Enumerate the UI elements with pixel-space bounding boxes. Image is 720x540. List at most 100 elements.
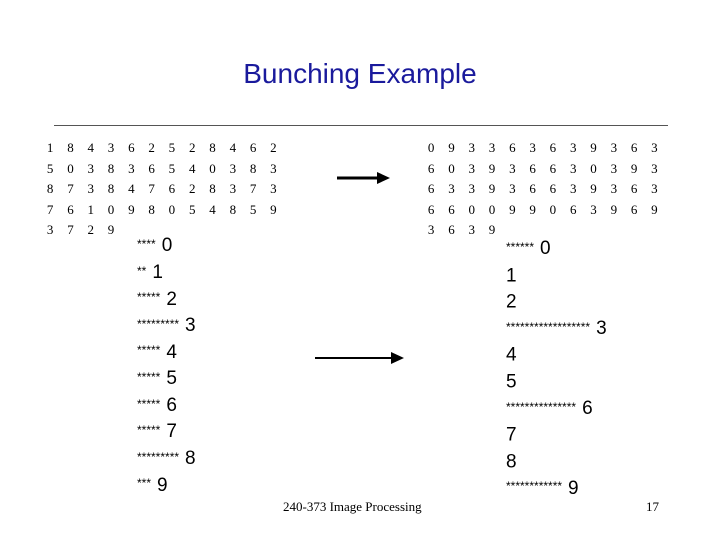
histogram-row: 1	[506, 263, 607, 290]
grid-cell: 9	[128, 201, 135, 217]
grid-cell: 6	[549, 160, 557, 176]
histogram-row: ********* 3	[137, 313, 196, 340]
histogram-row: 7	[506, 422, 607, 449]
histogram-row: 2	[506, 289, 607, 316]
grid-cell: 6	[630, 201, 638, 217]
grid-cell: 3	[610, 160, 618, 176]
title-divider	[54, 125, 668, 126]
histogram-bar: ***************	[506, 399, 577, 414]
grid-cell: 3	[590, 201, 597, 217]
grid-cell: 4	[128, 181, 135, 196]
histogram-value: 0	[161, 235, 173, 257]
grid-cell: 9	[509, 201, 516, 217]
histogram-bar: ***	[137, 476, 152, 491]
grid-cell: 0	[67, 160, 74, 176]
grid-cell: 4	[188, 160, 196, 176]
grid-cell: 3	[569, 140, 577, 155]
footer-course: 240-373 Image Processing	[283, 499, 422, 514]
grid-cell: 3	[569, 160, 577, 176]
histogram-bar: *********	[137, 316, 180, 331]
grid-cell: 3	[529, 140, 536, 155]
grid-cell: 2	[87, 222, 94, 237]
grid-cell: 3	[488, 140, 496, 155]
grid-cell: 1	[46, 140, 54, 155]
grid-cell: 9	[651, 201, 658, 217]
grid-cell: 3	[509, 160, 516, 176]
slide-title: Bunching Example	[243, 58, 477, 89]
grid-cell: 6	[168, 181, 176, 196]
grid-cell: 7	[249, 181, 257, 196]
histogram-bar: *****	[137, 290, 161, 305]
grid-cell: 6	[249, 140, 257, 155]
grid-cell: 3	[229, 181, 237, 196]
arrow-right-icon	[337, 172, 390, 184]
grid-cell: 3	[610, 140, 618, 155]
grid-cell: 0	[209, 160, 216, 176]
grid-cell: 0	[427, 140, 435, 155]
histogram-row: **1	[137, 260, 196, 287]
grid-cell: 9	[448, 140, 455, 155]
grid-cell: 8	[249, 160, 257, 176]
grid-cell: 3	[651, 160, 658, 176]
grid-cell: 3	[448, 181, 455, 196]
grid-cell: 9	[488, 222, 496, 237]
grid-cell: 6	[549, 140, 557, 155]
histogram-value: 7	[506, 424, 517, 446]
grid-cell: 6	[67, 201, 74, 217]
histogram-value: 9	[568, 477, 579, 499]
grid-cell: 7	[67, 222, 74, 237]
grid-cell: 3	[468, 140, 475, 155]
histogram-value: 3	[185, 315, 196, 337]
grid-cell: 3	[468, 160, 475, 176]
grid-cell: 3	[509, 181, 516, 196]
histogram-row: ***** 4	[137, 339, 196, 366]
histogram-value: 6	[166, 394, 177, 416]
grid-cell: 9	[488, 181, 496, 196]
grid-cell: 3	[651, 140, 658, 155]
grid-cell: 2	[270, 140, 277, 155]
grid-cell: 8	[46, 181, 54, 196]
grid-cell: 8	[209, 181, 216, 196]
grid-cell: 8	[209, 140, 216, 155]
grid-cell: 9	[107, 222, 115, 237]
histogram-value: 7	[166, 421, 177, 443]
grid-cell: 9	[630, 160, 638, 176]
histogram-value: 8	[506, 451, 517, 473]
grid-cell: 3	[229, 160, 237, 176]
grid-cell: 6	[569, 201, 577, 217]
grid-cell: 5	[168, 160, 176, 176]
histogram-row: ***************6	[506, 396, 607, 423]
grid-cell: 9	[590, 181, 597, 196]
histogram-bar: ******	[506, 240, 535, 254]
histogram-value: 0	[540, 238, 551, 260]
grid-cell: 3	[87, 160, 94, 176]
grid-cell: 6	[427, 160, 435, 176]
grid-cell: 6	[630, 181, 638, 196]
grid-cell: 6	[529, 181, 536, 196]
histogram-row: ************ 9	[506, 475, 607, 502]
page-number: 17	[646, 499, 659, 514]
grid-cell: 0	[107, 201, 115, 217]
grid-cell: 9	[529, 201, 536, 217]
histogram-value: 4	[166, 341, 177, 363]
grid-cell: 0	[168, 201, 176, 217]
histogram-value: 4	[506, 344, 517, 366]
histogram-value: 5	[506, 371, 517, 393]
grid-cell: 5	[168, 140, 176, 155]
histogram-row: ***9	[137, 472, 196, 499]
grid-cell: 3	[128, 160, 135, 176]
grid-cell: 5	[249, 201, 257, 217]
grid-cell: 3	[270, 181, 277, 196]
histogram-bar: *****	[137, 343, 161, 358]
grid-cell: 3	[87, 181, 94, 196]
grid-cell: 6	[630, 140, 638, 155]
grid-cell: 7	[67, 181, 74, 196]
grid-cell: 3	[468, 222, 475, 237]
grid-cell: 6	[529, 160, 536, 176]
grid-cell: 8	[107, 181, 115, 196]
grid-cell: 3	[610, 181, 618, 196]
grid-cell: 6	[448, 201, 455, 217]
histogram-row: *********8	[137, 446, 196, 473]
grid-cell: 7	[148, 181, 155, 196]
histogram-bar: ************	[506, 479, 563, 494]
